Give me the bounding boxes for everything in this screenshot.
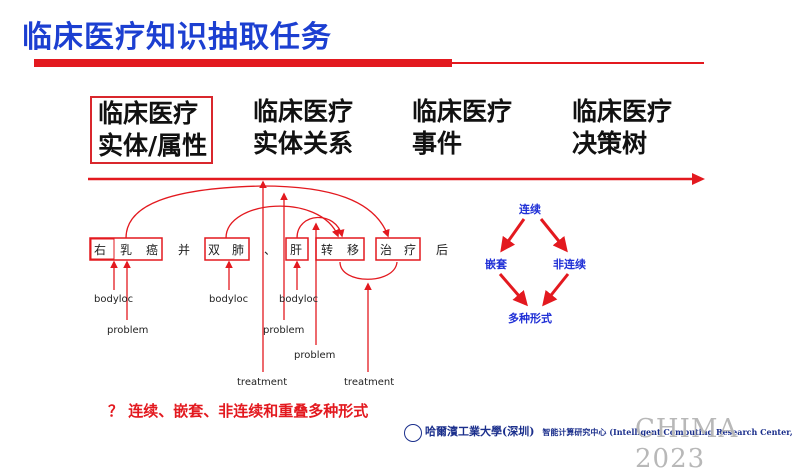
label-problem-3: problem <box>294 350 335 361</box>
char-comma: 、 <box>264 243 276 257</box>
arc-below-overlap <box>339 261 398 280</box>
diagram-node-nested: 嵌套 <box>485 257 508 271</box>
footer-university: 哈爾濱工業大學(深圳) <box>425 425 535 438</box>
diagram-canvas: 右 乳 癌 并 双 肺 、 肝 转 移 治 疗 后 bodyloc proble… <box>88 173 705 388</box>
diagram-arrow-top-right <box>539 218 568 253</box>
timeline-arrowhead <box>692 173 705 185</box>
char-cancer: 癌 <box>146 242 158 257</box>
diagram-arrow-right-bottom <box>542 273 570 307</box>
footer-logo: 哈爾濱工業大學(深圳) 智能计算研究中心 (Intelligent Computi… <box>404 423 793 442</box>
arc-lungs-metastasis <box>225 205 340 239</box>
watermark: CHIMA 2023 <box>635 414 739 474</box>
diagram-arrow-top-left <box>500 218 526 253</box>
char-double: 双 <box>208 243 220 257</box>
task-line1: 临床医疗 <box>253 97 354 126</box>
task-line1: 临床医疗 <box>572 97 673 126</box>
title-underline-thick <box>34 59 452 67</box>
task-line1: 临床医疗 <box>412 97 513 126</box>
arc-liver-metastasis <box>296 216 345 239</box>
task-event: 临床医疗 事件 <box>412 96 512 160</box>
label-bodyloc-3: bodyloc <box>279 294 318 305</box>
task-line2: 实体/属性 <box>98 131 208 160</box>
university-seal-icon <box>404 423 422 442</box>
entity-box-treatment <box>375 237 421 261</box>
label-problem-1: problem <box>107 325 148 336</box>
char-turn: 转 <box>321 242 333 257</box>
label-problem-2: problem <box>263 325 304 336</box>
char-cure: 治 <box>380 243 392 257</box>
char-lung: 肺 <box>232 243 244 257</box>
char-move: 移 <box>347 243 359 257</box>
task-entity-relation: 临床医疗 实体关系 <box>253 96 353 160</box>
task-line2: 决策树 <box>572 129 648 158</box>
diagram-arrow-left-bottom <box>498 273 528 307</box>
title-underline-thin <box>452 62 704 64</box>
char-breast: 乳 <box>120 243 132 257</box>
char-right: 右 <box>94 242 106 257</box>
task-line1: 临床医疗 <box>98 99 199 128</box>
footer-center: 智能计算研究中心 (Intelligent Computing Research… <box>542 427 793 437</box>
slide: 临床医疗知识抽取任务 临床医疗 实体/属性 临床医疗 实体关系 临床医疗 事件 … <box>22 20 793 474</box>
caption: ？ 连续、嵌套、非连续和重叠多种形式 <box>108 402 369 420</box>
label-bodyloc-1: bodyloc <box>94 294 133 305</box>
diagram-node-discontinuous: 非连续 <box>553 257 586 271</box>
arc-cancer-treatment <box>125 185 390 239</box>
diagram-node-continuous: 连续 <box>519 202 541 216</box>
label-treatment-1: treatment <box>237 377 287 388</box>
diagram-node-multiple: 多种形式 <box>508 311 552 325</box>
char-treat: 疗 <box>404 243 416 257</box>
task-entity-attribute: 临床医疗 实体/属性 <box>90 96 214 164</box>
slide-title: 临床医疗知识抽取任务 <box>22 20 332 55</box>
char-liver: 肝 <box>290 243 302 257</box>
label-treatment-2: treatment <box>344 377 394 388</box>
task-decision-tree: 临床医疗 决策树 <box>572 96 672 160</box>
task-line2: 实体关系 <box>253 129 354 158</box>
entity-box-lungs <box>204 237 250 261</box>
entity-box-right <box>90 238 115 260</box>
char-and: 并 <box>178 243 190 257</box>
char-after: 后 <box>436 243 448 257</box>
label-bodyloc-2: bodyloc <box>209 294 248 305</box>
task-line2: 事件 <box>412 129 463 158</box>
